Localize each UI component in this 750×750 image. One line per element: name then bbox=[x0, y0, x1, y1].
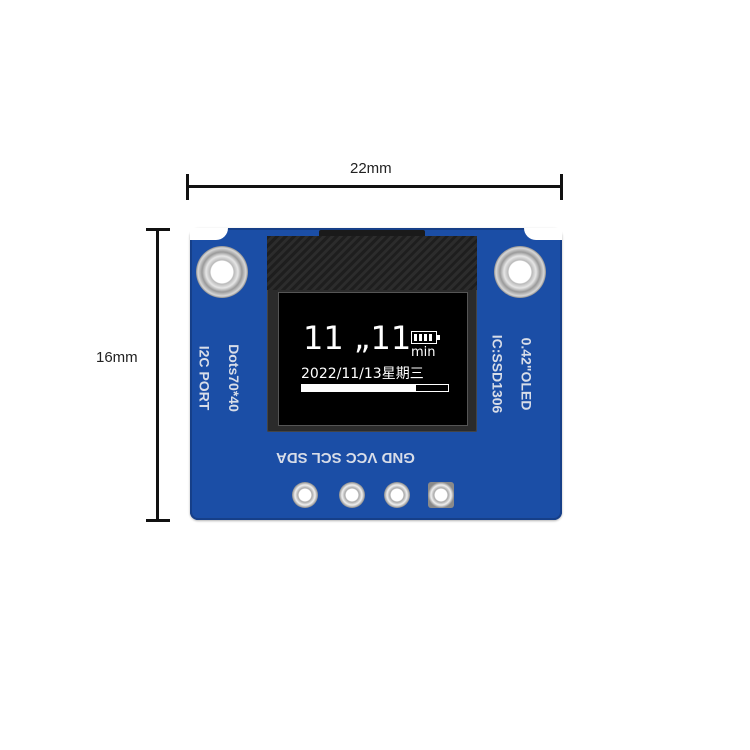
height-dimension-top-tick bbox=[146, 228, 170, 231]
oled-screen: 11 „11 min 2022/11/13星期三 bbox=[278, 292, 468, 426]
pin-pad-sda bbox=[292, 482, 318, 508]
height-dimension-bottom-tick bbox=[146, 519, 170, 522]
screen-time: 11 „11 bbox=[303, 319, 412, 357]
panel-glass-top bbox=[267, 236, 477, 290]
width-dimension-label: 22mm bbox=[350, 160, 392, 177]
height-dimension-label: 16mm bbox=[96, 349, 138, 366]
progress-bar-fill bbox=[302, 385, 416, 391]
pin-pad-scl bbox=[339, 482, 365, 508]
silk-pin-labels: GND VCC SCL SDA bbox=[276, 449, 415, 466]
silk-dots: Dots70*40 bbox=[225, 344, 242, 412]
mounting-hole-right bbox=[494, 246, 546, 298]
silk-oled-size: 0.42"OLED bbox=[518, 337, 535, 411]
pcb-notch-right bbox=[524, 228, 562, 240]
silk-ic: IC:SSD1306 bbox=[489, 334, 506, 414]
silk-i2c-port: I2C PORT bbox=[196, 345, 213, 411]
screen-date: 2022/11/13星期三 bbox=[301, 366, 424, 382]
pin-pad-gnd bbox=[428, 482, 454, 508]
battery-full-icon bbox=[411, 331, 440, 344]
width-dimension-line bbox=[188, 185, 562, 188]
width-dimension-right-tick bbox=[560, 174, 563, 200]
progress-bar bbox=[301, 384, 449, 392]
pcb-notch-left bbox=[190, 228, 228, 240]
mounting-hole-left bbox=[196, 246, 248, 298]
screen-unit: min bbox=[411, 345, 436, 360]
height-dimension-line bbox=[156, 230, 159, 520]
width-dimension-left-tick bbox=[186, 174, 189, 200]
pin-pad-vcc bbox=[384, 482, 410, 508]
